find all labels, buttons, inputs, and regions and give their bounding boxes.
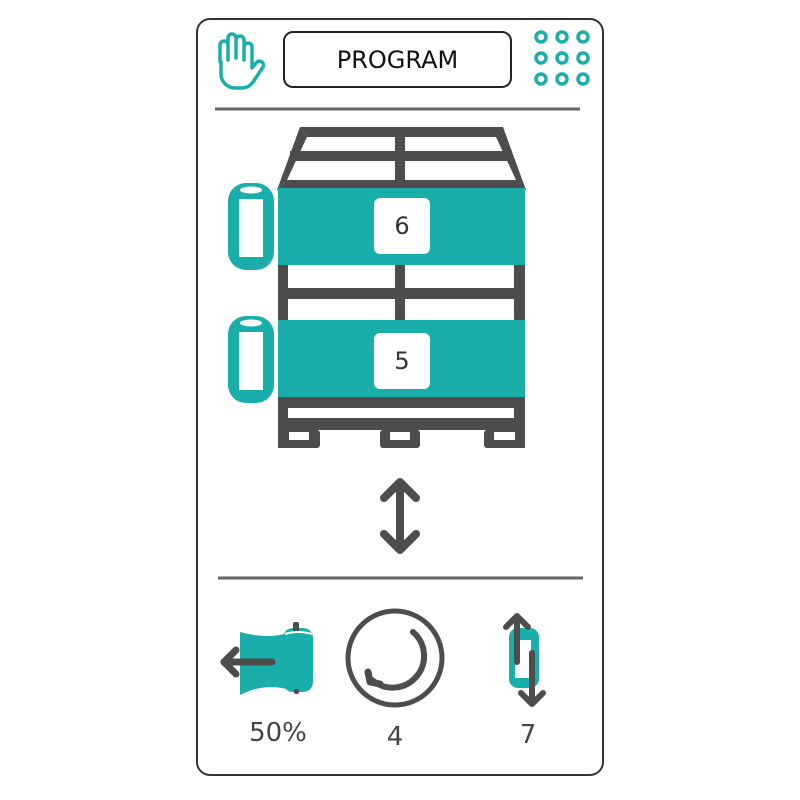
carriage-up-down-icon[interactable] <box>503 613 546 707</box>
carriage-cycles-value: 7 <box>519 720 537 750</box>
film-roll-bottom-icon <box>228 316 274 403</box>
pallet-graphic <box>277 127 526 448</box>
top-wrap-count[interactable]: 6 <box>374 198 430 254</box>
program-button[interactable]: PROGRAM <box>283 31 512 88</box>
film-roll-top-icon <box>228 183 274 270</box>
rotation-icon[interactable] <box>345 608 445 708</box>
carriage-move-arrow-icon[interactable] <box>380 478 420 554</box>
film-stretch-icon[interactable] <box>220 622 313 695</box>
hand-stop-icon[interactable] <box>218 32 266 90</box>
rotations-value: 4 <box>386 722 404 752</box>
bottom-wrap-count[interactable]: 5 <box>374 333 430 389</box>
keypad-grid-icon[interactable] <box>534 30 590 86</box>
film-stretch-value: 50% <box>249 718 307 748</box>
machine-panel <box>196 18 604 776</box>
